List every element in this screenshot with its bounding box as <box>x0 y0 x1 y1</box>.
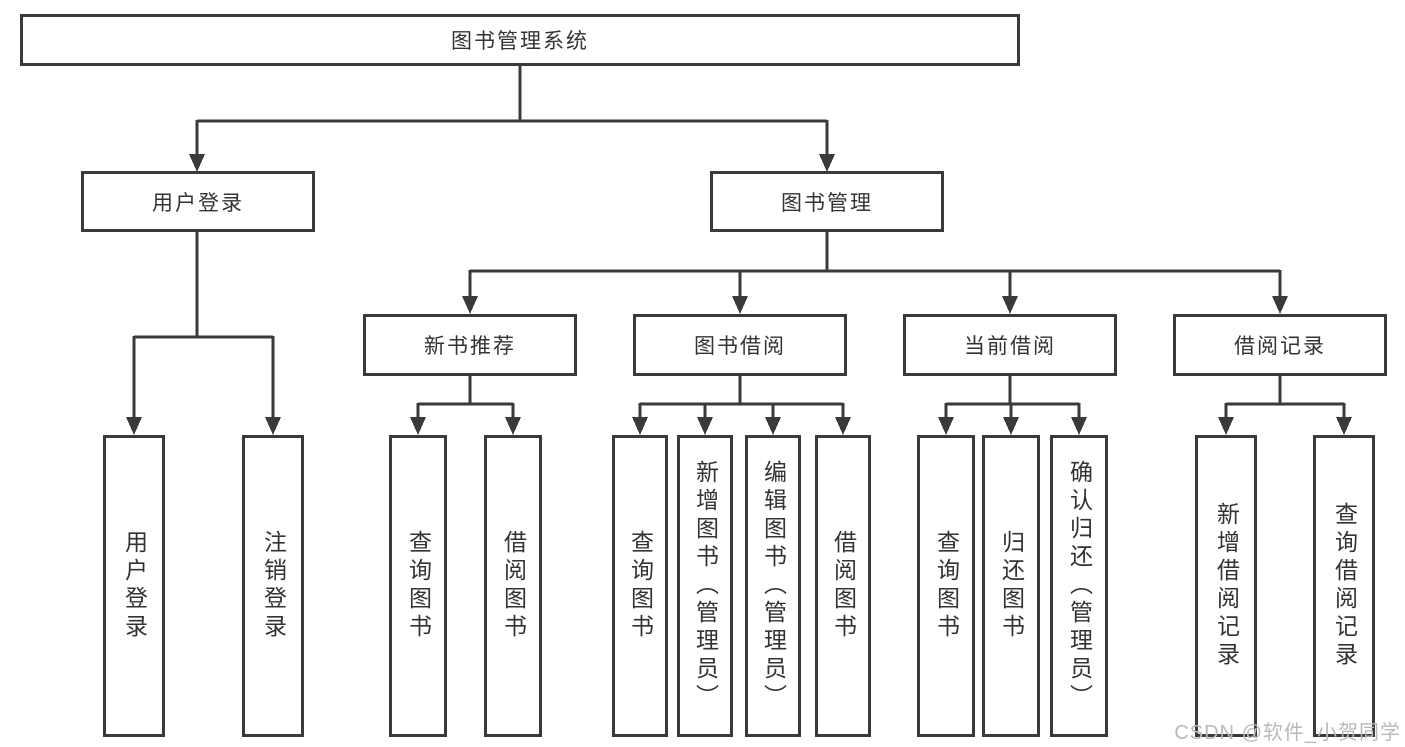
arrowhead-leaf-query-book-current <box>938 417 954 435</box>
arrowhead-book-borrow <box>732 296 748 314</box>
node-leaf-query-book-current: 查询图书 <box>917 435 975 737</box>
arrowhead-book-mgmt <box>819 154 835 172</box>
arrowhead-leaf-query-book-borrow <box>632 417 648 435</box>
node-leaf-borrow-book-borrow-label: 借阅图书 <box>830 530 857 642</box>
node-leaf-query-book-rec: 查询图书 <box>389 435 447 737</box>
arrowhead-leaf-logout <box>265 417 281 435</box>
node-leaf-return-book-label: 归还图书 <box>998 530 1025 642</box>
node-leaf-add-book-admin: 新增图书（管理员） <box>677 435 733 737</box>
node-leaf-add-book-admin-label: 新增图书（管理员） <box>692 460 719 712</box>
node-new-book-rec: 新书推荐 <box>363 314 577 376</box>
node-current-borrow: 当前借阅 <box>903 314 1117 376</box>
node-leaf-query-book-borrow-label: 查询图书 <box>627 530 654 642</box>
arrowhead-user-login <box>189 154 205 172</box>
arrowhead-leaf-query-borrow-record <box>1336 417 1352 435</box>
node-leaf-query-borrow-record-label: 查询借阅记录 <box>1331 502 1358 670</box>
node-user-login: 用户登录 <box>81 171 315 232</box>
node-borrow-record-label: 借阅记录 <box>1234 335 1326 358</box>
arrowhead-leaf-borrow-book-borrow <box>835 417 851 435</box>
node-leaf-confirm-return-admin: 确认归还（管理员） <box>1050 435 1108 737</box>
arrowhead-leaf-query-book-rec <box>410 417 426 435</box>
node-borrow-record: 借阅记录 <box>1173 314 1387 376</box>
node-leaf-logout-label: 注销登录 <box>260 530 287 642</box>
node-leaf-add-borrow-record-label: 新增借阅记录 <box>1213 502 1240 670</box>
node-leaf-confirm-return-admin-label: 确认归还（管理员） <box>1066 460 1093 712</box>
arrowhead-leaf-edit-book <box>765 417 781 435</box>
node-leaf-borrow-book-rec-label: 借阅图书 <box>500 530 527 642</box>
node-leaf-logout: 注销登录 <box>242 435 304 737</box>
arrowhead-borrow-record <box>1272 296 1288 314</box>
arrowhead-leaf-return-book <box>1003 417 1019 435</box>
arrowhead-leaf-user-login <box>126 417 142 435</box>
arrowhead-leaf-borrow-book-rec <box>505 417 521 435</box>
node-leaf-edit-book-admin-label: 编辑图书（管理员） <box>760 460 787 712</box>
arrowhead-leaf-confirm-return <box>1071 417 1087 435</box>
node-leaf-add-borrow-record: 新增借阅记录 <box>1195 435 1257 737</box>
node-leaf-query-book-borrow: 查询图书 <box>612 435 668 737</box>
node-root-label: 图书管理系统 <box>451 30 589 53</box>
arrowhead-leaf-add-book <box>697 417 713 435</box>
node-book-mgmt: 图书管理 <box>710 171 944 232</box>
node-root: 图书管理系统 <box>20 14 1020 66</box>
node-current-borrow-label: 当前借阅 <box>964 335 1056 358</box>
node-leaf-query-book-current-label: 查询图书 <box>933 530 960 642</box>
node-leaf-return-book: 归还图书 <box>982 435 1040 737</box>
node-leaf-user-login: 用户登录 <box>103 435 165 737</box>
arrowhead-new-book-rec <box>462 296 478 314</box>
arrowhead-leaf-add-borrow-record <box>1218 417 1234 435</box>
node-leaf-user-login-label: 用户登录 <box>121 530 148 642</box>
node-new-book-rec-label: 新书推荐 <box>424 335 516 358</box>
node-leaf-borrow-book-rec: 借阅图书 <box>484 435 542 737</box>
node-book-mgmt-label: 图书管理 <box>781 191 873 215</box>
node-leaf-borrow-book-borrow: 借阅图书 <box>815 435 871 737</box>
arrowhead-current-borrow <box>1002 296 1018 314</box>
node-book-borrow-label: 图书借阅 <box>694 335 786 358</box>
node-leaf-query-book-rec-label: 查询图书 <box>405 530 432 642</box>
node-leaf-edit-book-admin: 编辑图书（管理员） <box>745 435 801 737</box>
node-book-borrow: 图书借阅 <box>633 314 847 376</box>
csdn-watermark: CSDN @软件_小贺同学 <box>1174 722 1401 744</box>
node-leaf-query-borrow-record: 查询借阅记录 <box>1313 435 1375 737</box>
node-user-login-label: 用户登录 <box>152 191 244 215</box>
